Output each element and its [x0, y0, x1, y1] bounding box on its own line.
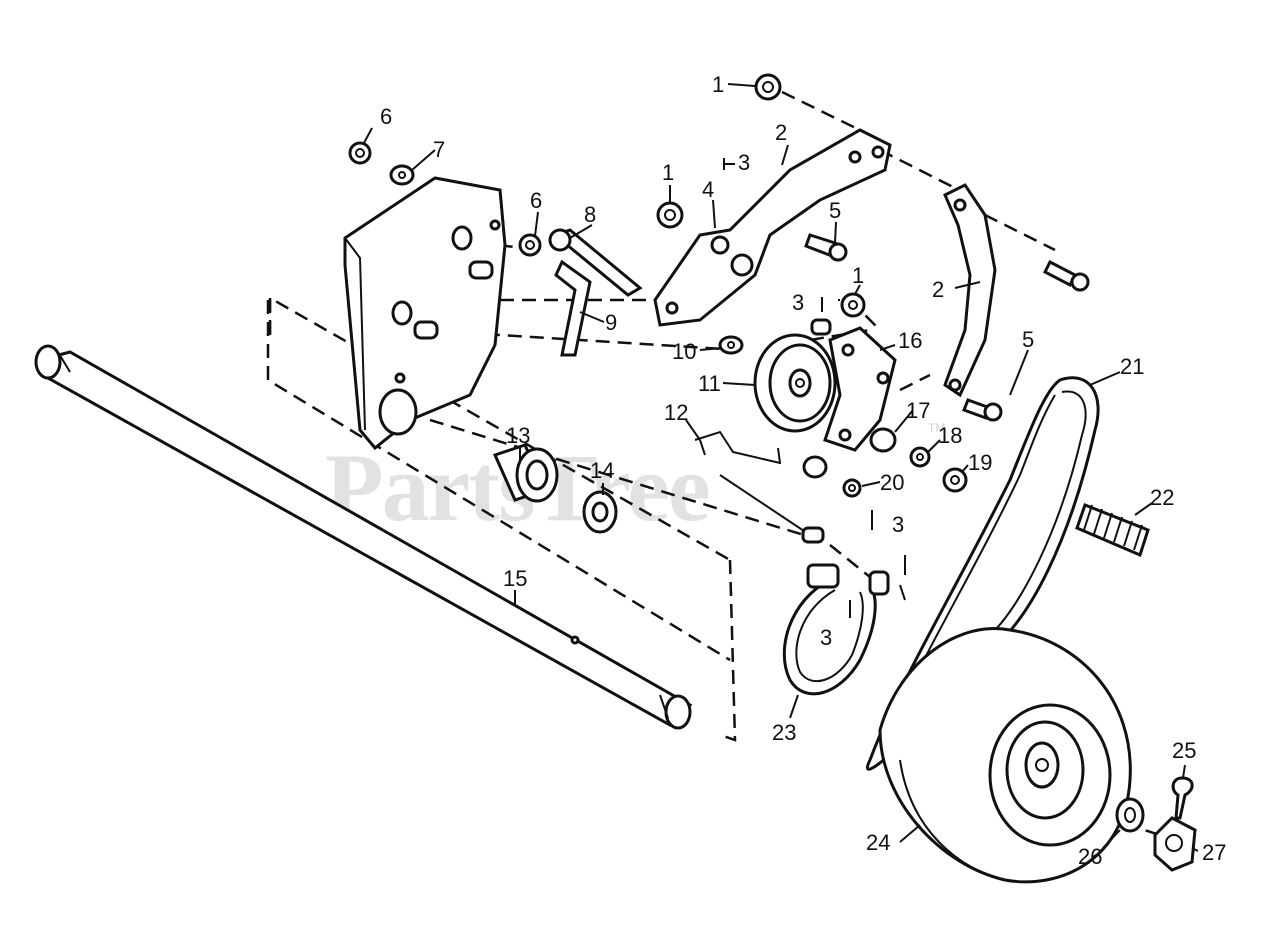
callout-6-plate: 6 [380, 104, 392, 129]
callout-5-upper: 5 [829, 198, 841, 223]
callout-7: 7 [433, 137, 445, 162]
castle-nut [1153, 816, 1197, 872]
callout-3-center: 3 [792, 290, 804, 315]
washer-20 [842, 478, 862, 498]
callout-18: 18 [938, 423, 962, 448]
callout-24: 24 [866, 830, 890, 855]
callout-6-mid: 6 [530, 188, 542, 213]
callout-11: 11 [698, 371, 721, 396]
bolt-5c [962, 398, 1003, 422]
callout-10: 10 [672, 339, 696, 364]
spacer-17 [869, 427, 897, 453]
carriage-bolt [548, 228, 643, 297]
nut-top [754, 73, 782, 101]
wheel [878, 627, 1132, 884]
callout-1-left: 1 [662, 160, 674, 185]
idler-pulley [753, 333, 837, 433]
cotter-pin [1171, 776, 1194, 820]
nut-18 [909, 446, 931, 468]
callout-15: 15 [503, 566, 527, 591]
spring [1075, 503, 1150, 558]
callout-13: 13 [506, 423, 530, 448]
bolt-5a [804, 233, 848, 262]
callout-27: 27 [1202, 840, 1226, 865]
callout-3-upper: 3 [738, 150, 750, 175]
callout-25: 25 [1172, 738, 1196, 763]
brake-rod [694, 430, 825, 544]
nut-center [840, 292, 866, 318]
axle-shaft [34, 344, 693, 730]
upper-bracket [653, 128, 892, 327]
idler-bracket [810, 318, 897, 452]
callout-20: 20 [880, 470, 904, 495]
callout-16: 16 [898, 328, 922, 353]
nut-plate [348, 141, 372, 165]
callout-1-center: 1 [852, 263, 864, 288]
callout-3-lower: 3 [820, 625, 832, 650]
callout-26: 26 [1078, 844, 1102, 869]
nut-19 [942, 467, 968, 493]
spacer-20a [802, 455, 828, 479]
washer-10 [718, 335, 744, 355]
mounting-plate [343, 176, 507, 451]
callout-12: 12 [664, 400, 688, 425]
pin-3c [871, 510, 906, 601]
callout-17: 17 [906, 398, 930, 423]
bent-rod [554, 259, 592, 357]
nut-left [656, 201, 684, 229]
callout-2-right: 2 [932, 277, 944, 302]
callout-3-right: 3 [892, 512, 904, 537]
callout-2-upper: 2 [775, 120, 787, 145]
leader-lines [363, 83, 1199, 852]
callout-labels: 1 1 1 2 2 3 3 3 3 4 5 5 6 6 7 8 9 10 11 … [380, 72, 1226, 869]
right-bracket [943, 183, 997, 398]
callout-9: 9 [605, 310, 617, 335]
watermark-trademark: TM [928, 421, 945, 435]
bolt-5b [1042, 259, 1090, 292]
callout-19: 19 [968, 450, 992, 475]
washer-plate [389, 164, 415, 186]
callout-22: 22 [1150, 485, 1174, 510]
nut-mid [518, 233, 542, 257]
bushing [492, 443, 559, 503]
washer-26 [1115, 797, 1145, 833]
callout-14: 14 [590, 458, 614, 483]
callout-4: 4 [702, 177, 714, 202]
callout-23: 23 [772, 720, 796, 745]
callout-1-top: 1 [712, 72, 724, 97]
callout-8: 8 [584, 202, 596, 227]
pin-3a [723, 158, 735, 170]
washer [582, 490, 618, 534]
brake-band [782, 563, 890, 696]
callout-21: 21 [1120, 354, 1144, 379]
callout-5-right: 5 [1022, 327, 1034, 352]
